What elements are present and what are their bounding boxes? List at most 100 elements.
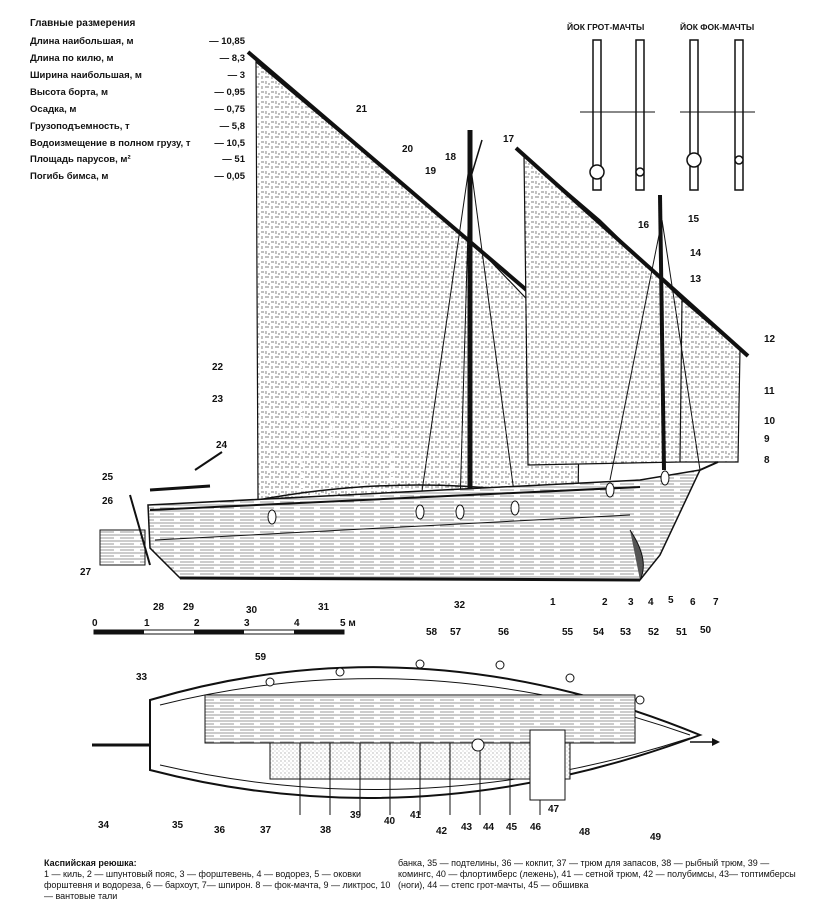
fore-sail bbox=[514, 146, 750, 466]
dimension-value: — 3 bbox=[227, 69, 245, 81]
caption-text-left: 1 — киль, 2 — шпунтовый пояс, 3 — форште… bbox=[44, 869, 391, 901]
callout-number: 34 bbox=[98, 820, 110, 831]
yoke-details: ЙОК ГРОТ-МАЧТЫ ЙОК ФОК-МАЧТЫ bbox=[567, 21, 755, 191]
callout-number: 59 bbox=[255, 652, 267, 663]
dimension-label: Погибь бимса, м bbox=[30, 171, 109, 183]
hull-side-view bbox=[99, 461, 719, 582]
scale-tick-label: 3 bbox=[244, 618, 250, 629]
callout-number: 15 bbox=[688, 214, 700, 225]
caption-column-right: банка, 35 — подтелины, 36 — кокпит, 37 —… bbox=[398, 858, 798, 891]
caption-text-right: банка, 35 — подтелины, 36 — кокпит, 37 —… bbox=[398, 858, 796, 890]
callout-number: 16 bbox=[638, 220, 650, 231]
callout-number: 25 bbox=[102, 472, 114, 483]
callout-number: 27 bbox=[80, 567, 92, 578]
dimension-label: Водоизмещение в полном грузу, т bbox=[30, 137, 191, 149]
dimension-row: Высота борта, м — 0,95 bbox=[30, 86, 245, 99]
callout-number: 32 bbox=[454, 600, 466, 611]
callout-number: 9 bbox=[764, 434, 770, 445]
callout-number: 44 bbox=[483, 822, 495, 833]
callout-number: 10 bbox=[764, 416, 776, 427]
hull-plan-view bbox=[92, 659, 720, 815]
dimension-row: Погибь бимса, м — 0,05 bbox=[30, 171, 245, 183]
callout-number: 5 bbox=[668, 595, 674, 606]
callout-number: 26 bbox=[102, 496, 114, 507]
callout-number: 24 bbox=[216, 440, 228, 451]
mainmast-yoke-title: ЙОК ГРОТ-МАЧТЫ bbox=[567, 21, 644, 32]
callout-number: 28 bbox=[153, 602, 165, 613]
dimension-row: Осадка, м— 0,75 bbox=[30, 103, 245, 116]
callout-number: 53 bbox=[620, 627, 632, 638]
callout-number: 13 bbox=[690, 274, 702, 285]
scale-bar: 0 1 2 3 4 5 м bbox=[92, 618, 356, 635]
scale-tick-label: 0 bbox=[92, 618, 98, 629]
dimension-row: Водоизмещение в полном грузу, т — 10,5 bbox=[30, 137, 245, 150]
masts-and-rigging bbox=[149, 130, 701, 506]
dimension-value: — 10,5 bbox=[214, 137, 245, 149]
callout-number: 50 bbox=[700, 625, 712, 636]
callout-number: 39 bbox=[350, 810, 362, 821]
callout-number: 46 bbox=[530, 822, 542, 833]
main-dimensions-table: Главные размерения Длина наибольшая, м— … bbox=[30, 18, 245, 189]
dimension-row: Ширина наибольшая, м — 3 bbox=[30, 69, 245, 82]
dimension-value: — 0,75 bbox=[214, 103, 245, 115]
callout-number: 51 bbox=[676, 627, 688, 638]
callout-number: 29 bbox=[183, 602, 195, 613]
callout-number: 45 bbox=[506, 822, 518, 833]
main-sail bbox=[246, 50, 594, 501]
callout-number: 3 bbox=[628, 597, 634, 608]
dimension-label: Площадь парусов, м² bbox=[30, 154, 131, 166]
callout-number: 47 bbox=[548, 804, 560, 815]
callout-number: 52 bbox=[648, 627, 660, 638]
callout-number: 55 bbox=[562, 627, 574, 638]
dimension-label: Высота борта, м bbox=[30, 86, 108, 98]
callout-number: 38 bbox=[320, 825, 332, 836]
callout-number: 48 bbox=[579, 827, 591, 838]
dimension-row: Длина наибольшая, м— 10,85 bbox=[30, 36, 245, 48]
callout-number: 37 bbox=[260, 825, 272, 836]
scale-tick-label: 2 bbox=[194, 618, 200, 629]
dimension-value: — 51 bbox=[222, 154, 245, 166]
dimension-value: — 0,05 bbox=[214, 171, 245, 183]
caption-title: Каспийская реюшка: bbox=[44, 858, 137, 868]
foremast-yoke-title: ЙОК ФОК-МАЧТЫ bbox=[680, 21, 754, 32]
callout-number: 2 bbox=[602, 597, 608, 608]
callout-number: 17 bbox=[503, 134, 515, 145]
dimension-row: Длина по килю, м — 8,3 bbox=[30, 52, 245, 65]
scale-tick-label: 5 м bbox=[340, 618, 356, 629]
callout-number: 54 bbox=[593, 627, 605, 638]
callout-number: 35 bbox=[172, 820, 184, 831]
callout-number: 4 bbox=[648, 597, 654, 608]
callout-number: 30 bbox=[246, 605, 258, 616]
callout-number: 22 bbox=[212, 362, 224, 373]
scale-tick-label: 4 bbox=[294, 618, 300, 629]
dimension-label: Длина по килю, м bbox=[30, 52, 114, 64]
callout-number: 21 bbox=[356, 104, 368, 115]
callout-number: 36 bbox=[214, 825, 226, 836]
dimension-value: — 0,95 bbox=[214, 86, 245, 98]
callout-number: 41 bbox=[410, 810, 422, 821]
dimensions-heading: Главные размерения bbox=[30, 18, 136, 29]
callout-number: 42 bbox=[436, 826, 448, 837]
callout-number: 33 bbox=[136, 672, 148, 683]
callout-number: 43 bbox=[461, 822, 473, 833]
dimension-label: Ширина наибольшая, м bbox=[30, 69, 142, 81]
dimension-value: — 8,3 bbox=[219, 52, 245, 64]
dimension-value: — 5,8 bbox=[219, 120, 245, 132]
callout-number: 7 bbox=[713, 597, 719, 608]
callout-number: 20 bbox=[402, 144, 414, 155]
callout-number: 58 bbox=[426, 627, 438, 638]
callout-number: 49 bbox=[650, 832, 662, 843]
callout-number: 12 bbox=[764, 334, 776, 345]
callout-number: 11 bbox=[764, 386, 775, 397]
callout-number: 6 bbox=[690, 597, 696, 608]
callout-number: 31 bbox=[318, 602, 330, 613]
callout-number: 8 bbox=[764, 455, 770, 466]
caption-column-left: Каспийская реюшка: 1 — киль, 2 — шпунтов… bbox=[44, 858, 394, 902]
callout-number: 23 bbox=[212, 394, 224, 405]
callout-number: 19 bbox=[425, 166, 437, 177]
dimension-row: Площадь парусов, м² — 51 bbox=[30, 155, 245, 166]
callout-number: 1 bbox=[550, 597, 556, 608]
dimension-value: — 10,85 bbox=[209, 36, 245, 47]
callout-number: 57 bbox=[450, 627, 462, 638]
